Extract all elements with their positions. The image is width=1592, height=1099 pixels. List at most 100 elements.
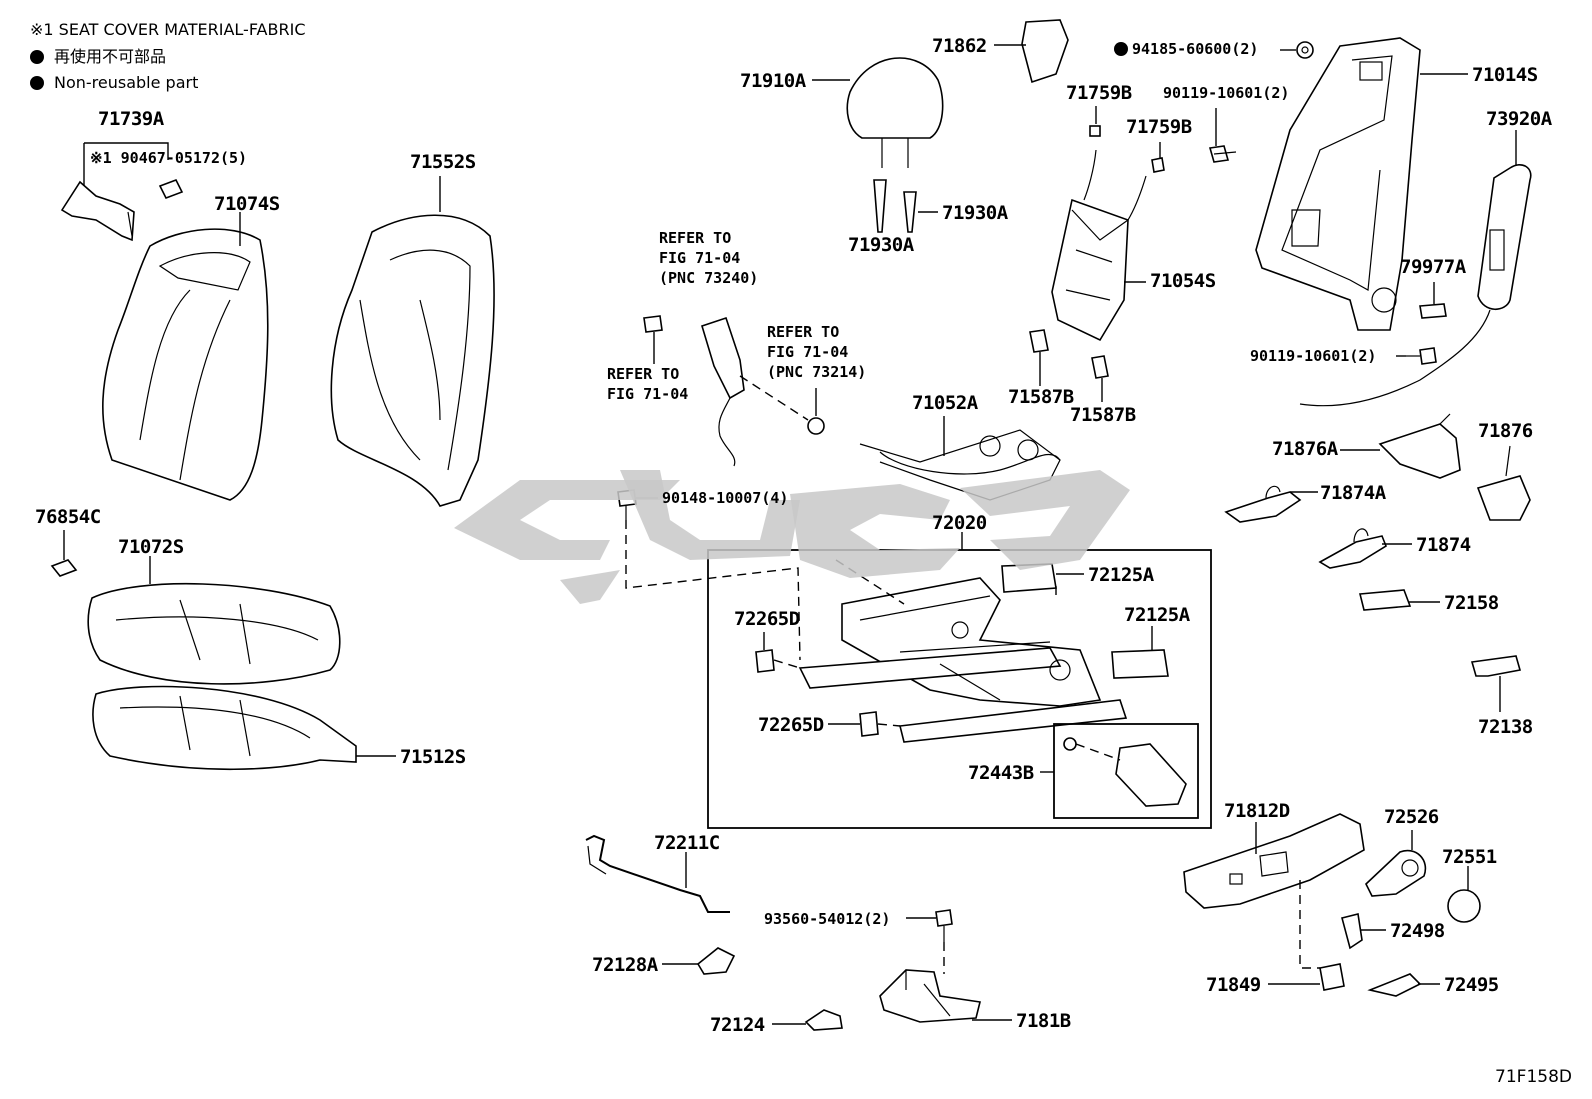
label-71014S: 71014S bbox=[1472, 64, 1538, 86]
label-7181B: 7181B bbox=[1016, 1010, 1071, 1032]
part-72495-cover bbox=[1367, 973, 1422, 997]
part-72128A-clip bbox=[696, 947, 736, 975]
label-72125A-a: 72125A bbox=[1088, 564, 1154, 586]
part-72138-cover bbox=[1470, 655, 1522, 677]
part-76854C-clip bbox=[50, 559, 78, 577]
label-71930A-a: 71930A bbox=[942, 202, 1008, 224]
part-71874-bracket bbox=[1318, 528, 1387, 569]
part-71072S-cushion-cover bbox=[87, 582, 341, 685]
note-non-reusable-jp: 再使用不可部品 bbox=[30, 49, 166, 65]
label-71054S: 71054S bbox=[1150, 270, 1216, 292]
part-71874A-bracket bbox=[1224, 485, 1302, 523]
figure-id: 71F158D bbox=[1495, 1067, 1572, 1087]
label-71759B-b: 71759B bbox=[1126, 116, 1192, 138]
part-71552S-seatback-pad bbox=[330, 214, 495, 507]
part-71014S-seatback-frame bbox=[1255, 37, 1421, 331]
label-71930A-b: 71930A bbox=[848, 234, 914, 256]
part-72124-clip bbox=[804, 1009, 843, 1031]
label-90119-b: 90119-10601(2) bbox=[1250, 347, 1377, 365]
label-71874: 71874 bbox=[1416, 534, 1471, 556]
part-71862-cover bbox=[1021, 19, 1069, 84]
label-72265D-a: 72265D bbox=[734, 608, 800, 630]
label-72498: 72498 bbox=[1390, 920, 1445, 942]
label-71512S: 71512S bbox=[400, 746, 466, 768]
label-72158: 72158 bbox=[1444, 592, 1499, 614]
label-90467: ※1 90467-05172(5) bbox=[90, 149, 248, 167]
label-71052A: 71052A bbox=[912, 392, 978, 414]
part-71739A-bracket bbox=[60, 180, 135, 242]
label-94185-text: 94185-60600(2) bbox=[1132, 40, 1259, 58]
part-94185-nut bbox=[1296, 41, 1314, 59]
reference-note-73240: REFER TO FIG 71-04 (PNC 73240) bbox=[659, 229, 759, 287]
label-72211C: 72211C bbox=[654, 832, 720, 854]
part-72551-cap bbox=[1447, 889, 1481, 923]
label-71876: 71876 bbox=[1478, 420, 1533, 442]
part-71074S-seatback-cover bbox=[102, 228, 269, 501]
part-71054S-lumbar-support bbox=[1051, 149, 1147, 342]
non-reusable-en-text: Non-reusable part bbox=[54, 73, 199, 92]
label-72443B: 72443B bbox=[968, 762, 1034, 784]
part-72443B-bracket bbox=[1063, 737, 1187, 807]
part-73920A-airbag bbox=[1299, 164, 1532, 407]
part-7181B-bracket bbox=[879, 969, 981, 1023]
part-72158-cover bbox=[1358, 589, 1412, 611]
part-71910A-headrest bbox=[846, 57, 944, 168]
note-seat-cover: ※1 SEAT COVER MATERIAL-FABRIC bbox=[30, 20, 306, 39]
part-79977A-label bbox=[1419, 303, 1447, 319]
reference-note-plain: REFER TO FIG 71-04 bbox=[607, 365, 689, 403]
part-ref-washer bbox=[807, 417, 825, 435]
label-72551: 72551 bbox=[1442, 846, 1497, 868]
label-71552S: 71552S bbox=[410, 151, 476, 173]
label-72128A: 72128A bbox=[592, 954, 658, 976]
label-93560: 93560-54012(2) bbox=[764, 910, 891, 928]
part-72498-clip bbox=[1341, 913, 1363, 950]
non-reusable-dot-icon bbox=[30, 76, 44, 90]
part-71759B-clip-a bbox=[1089, 125, 1101, 137]
part-72020-seat-track bbox=[798, 577, 1128, 743]
part-90467-clip bbox=[158, 178, 184, 200]
non-reusable-dot-icon bbox=[30, 50, 44, 64]
label-76854C: 76854C bbox=[35, 506, 101, 528]
part-71876A-cover bbox=[1378, 413, 1461, 479]
part-90119-bolt-a bbox=[1208, 145, 1237, 163]
label-71587B-b: 71587B bbox=[1070, 404, 1136, 426]
label-72125A-b: 72125A bbox=[1124, 604, 1190, 626]
part-93560-bolt bbox=[935, 909, 953, 942]
note-non-reusable-en: Non-reusable part bbox=[30, 75, 198, 91]
label-71759B-a: 71759B bbox=[1066, 82, 1132, 104]
label-94185: 94185-60600(2) bbox=[1114, 42, 1258, 57]
part-71849-cover bbox=[1319, 963, 1345, 991]
non-reusable-dot-icon bbox=[1114, 42, 1128, 56]
part-71512S-cushion-pad bbox=[92, 685, 357, 771]
part-seatbelt-buckle bbox=[701, 316, 745, 467]
label-90119-a: 90119-10601(2) bbox=[1163, 84, 1290, 102]
label-90148: 90148-10007(4) bbox=[662, 489, 789, 507]
label-73920A: 73920A bbox=[1486, 108, 1552, 130]
label-71587B-a: 71587B bbox=[1008, 386, 1074, 408]
label-72124: 72124 bbox=[710, 1014, 765, 1036]
part-71759B-clip-b bbox=[1151, 157, 1165, 173]
part-72526-knob bbox=[1365, 849, 1427, 897]
part-71812D-side-shield bbox=[1183, 813, 1365, 909]
label-72138: 72138 bbox=[1478, 716, 1533, 738]
label-72495: 72495 bbox=[1444, 974, 1499, 996]
watermark-logo bbox=[454, 470, 1130, 604]
part-71587B-clip-b bbox=[1091, 355, 1109, 379]
label-79977A: 79977A bbox=[1400, 256, 1466, 278]
part-90119-bolt-b bbox=[1406, 347, 1437, 365]
non-reusable-jp-text: 再使用不可部品 bbox=[54, 47, 167, 66]
label-71812D: 71812D bbox=[1224, 800, 1290, 822]
part-71930A-guides bbox=[873, 179, 917, 233]
part-71052A-wire-frame bbox=[859, 429, 1061, 501]
label-72265D-b: 72265D bbox=[758, 714, 824, 736]
label-71739A: 71739A bbox=[98, 108, 164, 130]
part-ref-collar bbox=[643, 315, 663, 333]
part-72265D-cap-a bbox=[755, 649, 775, 673]
part-72265D-cap-b bbox=[859, 711, 879, 737]
label-72526: 72526 bbox=[1384, 806, 1439, 828]
reference-note-73214: REFER TO FIG 71-04 (PNC 73214) bbox=[767, 323, 867, 381]
label-71910A: 71910A bbox=[740, 70, 806, 92]
part-72125A-cover-b bbox=[1111, 649, 1169, 679]
part-72211C-rod bbox=[585, 834, 730, 913]
